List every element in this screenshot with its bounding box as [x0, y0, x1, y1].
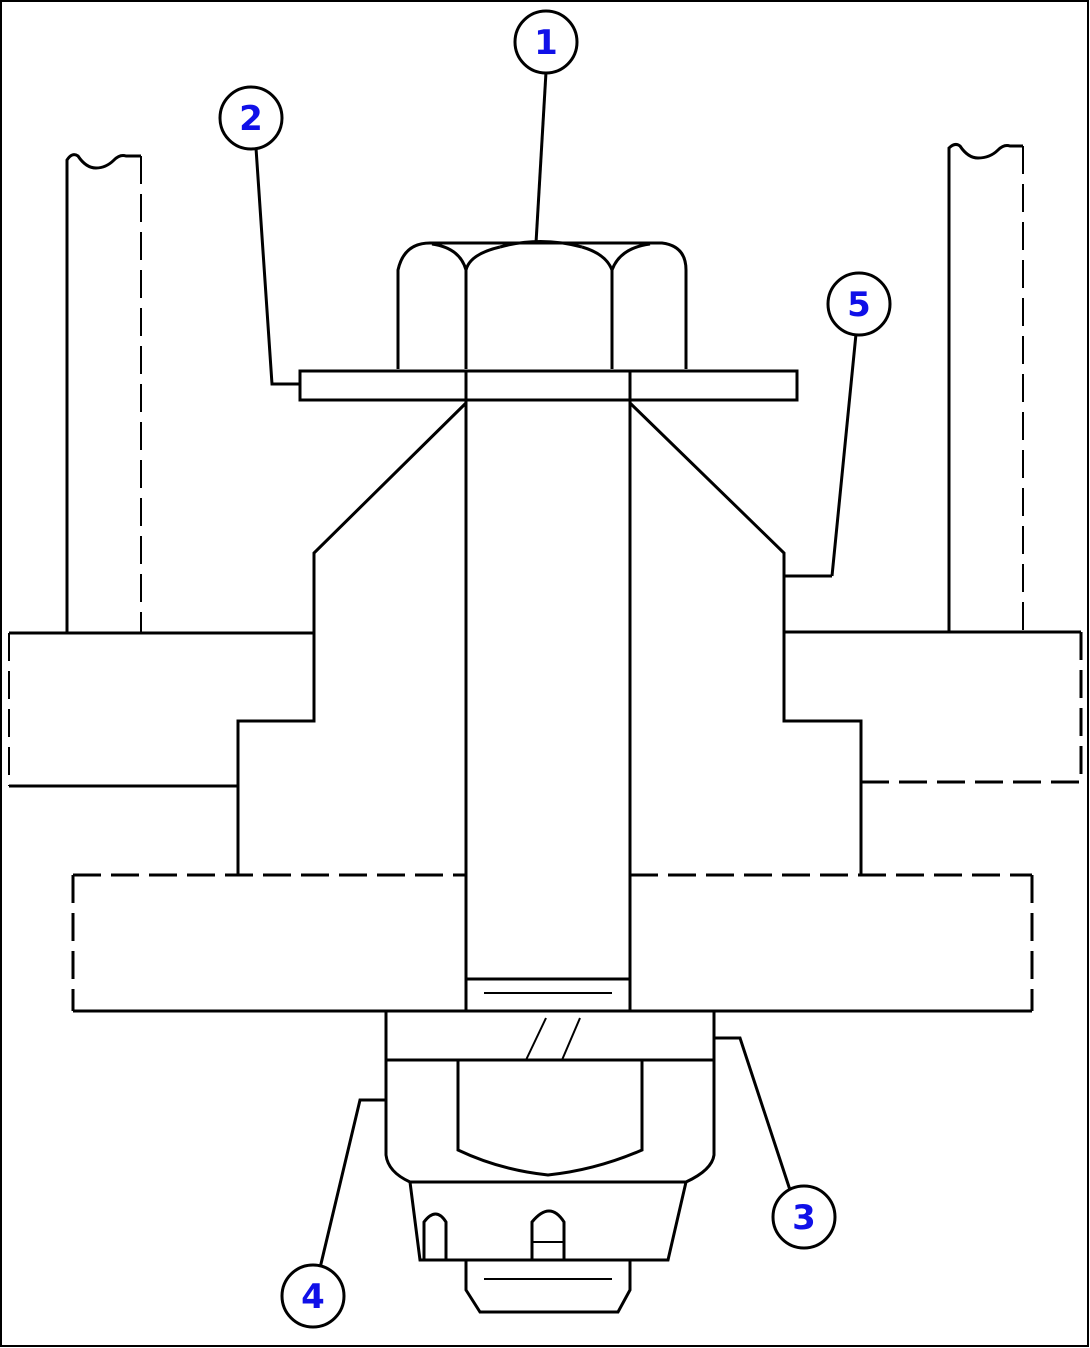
callout-3: 3: [771, 1184, 837, 1250]
left-arm-block: [8, 631, 314, 788]
leader-3: [714, 1036, 792, 1191]
leader-4: [318, 1098, 386, 1269]
callout-5: 5: [826, 271, 892, 337]
leader-2: [254, 147, 300, 386]
lock-nut: [384, 1011, 716, 1262]
callout-2: 2: [218, 85, 284, 151]
callout-3-circle: [771, 1184, 837, 1250]
left-tube: [65, 153, 142, 633]
bolt-head: [396, 240, 688, 369]
callout-4-circle: [280, 1263, 346, 1329]
callout-1: 1: [513, 9, 579, 75]
callout-5-circle: [826, 271, 892, 337]
washer: [298, 369, 799, 402]
callout-4: 4: [280, 1263, 346, 1329]
callout-1-label: 1: [534, 23, 558, 63]
leader-lines: [254, 71, 858, 1269]
callout-4-label: 4: [301, 1277, 325, 1317]
leader-1: [534, 71, 548, 244]
callout-5-label: 5: [847, 285, 871, 325]
leader-5: [830, 333, 858, 577]
bolt-shank: [464, 372, 632, 1011]
right-tube: [947, 142, 1024, 632]
callout-3-label: 3: [792, 1198, 816, 1238]
hub-housing: [236, 401, 863, 875]
bolt-tail: [464, 1260, 632, 1314]
bottom-plate: [71, 873, 1034, 1013]
right-arm-block: [784, 630, 1083, 784]
callout-2-label: 2: [239, 99, 263, 139]
callout-2-circle: [218, 85, 284, 151]
callout-1-circle: [513, 9, 579, 75]
